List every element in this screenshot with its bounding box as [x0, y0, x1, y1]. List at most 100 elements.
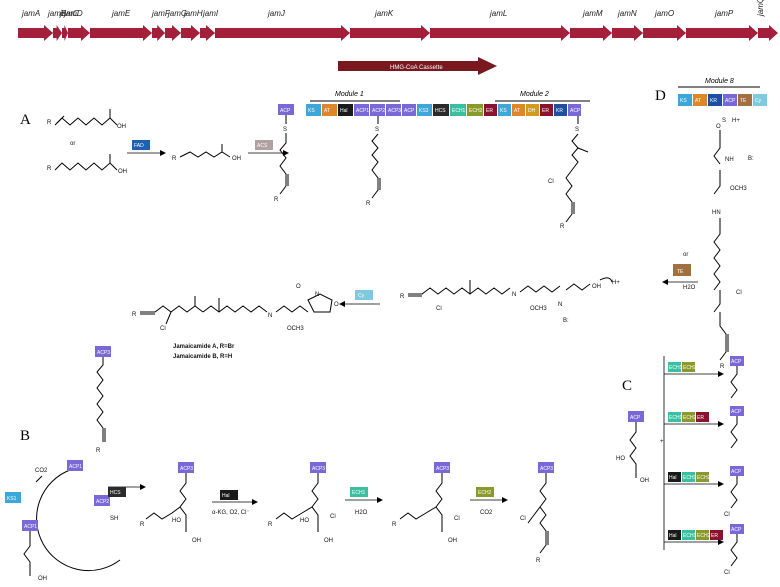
panel-c-domain-ech1	[668, 362, 681, 372]
domain-label-ech1: ECH1	[452, 108, 466, 114]
jamaicamide-a-caption: Jamaicamide A, R=Br	[173, 344, 235, 350]
panel-c-domain-label-hal: Hal	[669, 533, 677, 539]
svg-text:ECH1: ECH1	[352, 490, 366, 496]
panel-c-domain-label-ech2: ECH2	[697, 475, 711, 481]
acp-loaded-chain: ACP S R	[274, 104, 294, 203]
gene-arrow-jamF	[152, 25, 165, 41]
svg-text:R: R	[274, 197, 279, 203]
panel-c-domain-label-ech1: ECH1	[683, 475, 697, 481]
domain-er	[484, 104, 497, 116]
panel-c-product-acp-label: ACP	[731, 409, 742, 415]
svg-text:R: R	[560, 224, 565, 230]
svg-text:R: R	[140, 522, 145, 528]
svg-text:Cl: Cl	[330, 514, 336, 520]
panel-c-domain-label-hal: Hal	[669, 475, 677, 481]
svg-text:R: R	[400, 294, 405, 300]
panel-c-product-chain	[730, 366, 738, 399]
domain-acp1	[354, 104, 369, 116]
panel-d-label: D	[655, 88, 666, 104]
gene-arrow-jamC	[62, 25, 68, 41]
svg-text:HO: HO	[300, 518, 309, 524]
gene-label-jamL: jamL	[489, 9, 507, 18]
panel-c-domain-label-er: ER	[697, 415, 704, 421]
svg-text:Cl: Cl	[520, 516, 526, 522]
svg-text:ACP2: ACP2	[96, 499, 109, 505]
gene-label-jamA: jamA	[21, 9, 40, 18]
svg-text:HO: HO	[616, 456, 625, 462]
svg-text:O: O	[296, 284, 301, 290]
panel-c-domain-ech1	[682, 530, 695, 540]
panel-b-label: B	[20, 428, 30, 444]
svg-text:Module 2: Module 2	[520, 91, 549, 98]
svg-text:Hal: Hal	[222, 493, 230, 499]
svg-text:ACP3: ACP3	[436, 466, 449, 472]
domain-te	[738, 94, 752, 106]
domain-label-kr: KR	[710, 98, 717, 104]
domain-label-ks: KS	[500, 108, 507, 114]
module-2-intermediate: S Cl R	[548, 116, 589, 230]
gene-label-jamN: jamN	[617, 9, 637, 18]
module-1-intermediate: S R	[366, 116, 381, 207]
svg-text:NH: NH	[725, 157, 734, 163]
svg-text:R: R	[47, 120, 52, 126]
domain-label-acp1: ACP1	[356, 108, 369, 114]
svg-text:Cl: Cl	[736, 290, 742, 296]
panel-c-domain-hal	[668, 530, 681, 540]
fad-enzyme-box	[132, 140, 150, 150]
panel-c-domain-ech2	[682, 412, 695, 422]
gene-label-jamE: jamE	[111, 9, 131, 18]
domain-hcs	[433, 104, 449, 116]
te-enzyme-box	[673, 264, 691, 276]
svg-text:R: R	[172, 156, 177, 162]
domain-er	[540, 104, 553, 116]
domain-at	[512, 104, 525, 116]
panel-c-domain-label-er: ER	[711, 533, 718, 539]
domain-kr	[554, 104, 567, 116]
domain-ech2	[467, 104, 483, 116]
starting-material-alkene: OH R	[47, 109, 126, 130]
hmgcoa-cassette-arrow: HMG-CoA Cassette	[338, 57, 497, 75]
domain-label-ks: KS	[308, 108, 315, 114]
module-1: Module 1	[310, 91, 400, 102]
svg-text:H2O: H2O	[683, 285, 696, 291]
panel-c-label: C	[622, 378, 632, 394]
svg-text:R: R	[268, 522, 273, 528]
gene-arrow-jamO	[643, 25, 686, 41]
domain-cy	[753, 94, 767, 106]
domain-label-cy: Cy	[755, 98, 762, 104]
domain-label-dh: DH	[528, 108, 536, 114]
svg-text:O: O	[334, 302, 339, 308]
svg-text:N: N	[268, 313, 272, 319]
gene-label-jamO: jamO	[654, 9, 674, 18]
cy-enzyme-box	[355, 290, 373, 300]
ks-cycle: CO2 ACP1 KS1 ACP1 OH ACP2 SH	[5, 460, 121, 582]
panel-c-product-chain	[730, 476, 738, 509]
module-8: Module 8	[678, 78, 760, 88]
panel-c-domain-ech2	[696, 530, 709, 540]
panel-a-label: A	[20, 112, 31, 128]
domain-label-hal: Hal	[340, 108, 348, 114]
module-2: Module 2	[495, 91, 590, 102]
ech2-enzyme-box-b	[476, 487, 494, 497]
ech1-enzyme-box-b	[350, 487, 368, 497]
svg-text:ACP3: ACP3	[97, 350, 110, 356]
svg-text:OH: OH	[118, 169, 127, 175]
domain-label-ks3: KS3	[419, 108, 429, 114]
svg-text:R: R	[96, 448, 101, 454]
domain-hal	[338, 104, 353, 116]
svg-text:R: R	[720, 364, 725, 370]
domain-dh	[526, 104, 539, 116]
module-8-chain: O S H+ NH B: OCH3 HN Cl R	[712, 118, 754, 370]
svg-text:ECH2: ECH2	[478, 490, 492, 496]
domain-ech1	[450, 104, 466, 116]
gene-arrow-jamM	[570, 25, 612, 41]
svg-text:S: S	[722, 118, 726, 124]
domain-label-acp: ACP	[404, 108, 415, 114]
svg-text:KS1: KS1	[7, 496, 17, 502]
domain-acp	[723, 94, 737, 106]
svg-text:N: N	[315, 292, 319, 298]
starting-material-alkane: OH R	[47, 154, 127, 175]
or-label-a: or	[70, 141, 75, 147]
